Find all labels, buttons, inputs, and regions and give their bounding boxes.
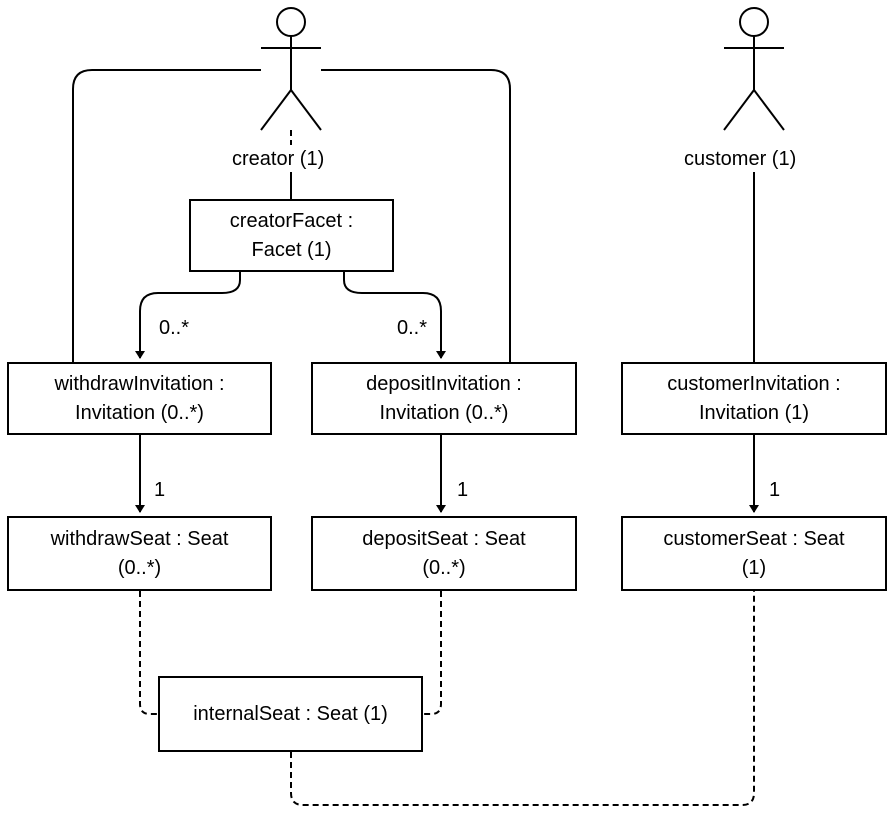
deposit-invitation-name: depositInvitation :: [366, 372, 522, 395]
facet-to-withdraw-invitation-arrow: [135, 272, 241, 359]
facet-to-deposit-invitation-arrow: [343, 272, 446, 359]
creator-facet-type: Facet (1): [251, 238, 332, 261]
customer-to-seat-multiplicity: 1: [769, 479, 781, 501]
customer-seat-box: customerSeat : Seat (1): [621, 516, 887, 591]
creator-facet-box: creatorFacet : Facet (1): [189, 199, 394, 272]
creator-label: creator (1): [232, 148, 325, 170]
customer-label: customer (1): [684, 148, 797, 170]
withdraw-invitation-name: withdrawInvitation :: [54, 372, 225, 395]
deposit-seat-name: depositSeat : Seat: [362, 527, 526, 550]
withdraw-seat-to-internal-seat-link: [139, 591, 158, 715]
withdraw-to-seat-multiplicity: 1: [154, 479, 166, 501]
customer-invitation-name: customerInvitation :: [667, 372, 841, 395]
creator-facet-name: creatorFacet :: [229, 209, 354, 232]
creator-to-withdraw-invitation-line: [72, 69, 261, 362]
withdraw-invitation-type: Invitation (0..*): [75, 401, 204, 424]
withdraw-seat-multiplicity: (0..*): [117, 556, 162, 579]
deposit-seat-to-internal-seat-link: [423, 591, 442, 715]
customer-seat-name: customerSeat : Seat: [663, 527, 845, 550]
customer-seat-multiplicity: (1): [741, 556, 767, 579]
deposit-seat-box: depositSeat : Seat (0..*): [311, 516, 577, 591]
withdraw-invitation-box: withdrawInvitation : Invitation (0..*): [7, 362, 272, 435]
facet-to-withdraw-multiplicity: 0..*: [159, 317, 190, 339]
deposit-to-seat-multiplicity: 1: [457, 479, 469, 501]
deposit-seat-multiplicity: (0..*): [422, 556, 466, 579]
customer-invitation-type: Invitation (1): [698, 401, 810, 424]
internal-seat-to-customer-seat-link: [290, 591, 755, 806]
internal-seat-name: internalSeat : Seat (1): [193, 702, 388, 725]
deposit-invitation-type: Invitation (0..*): [379, 401, 509, 424]
deposit-invitation-box: depositInvitation : Invitation (0..*): [311, 362, 577, 435]
withdraw-seat-name: withdrawSeat : Seat: [50, 527, 229, 550]
customer-invitation-box: customerInvitation : Invitation (1): [621, 362, 887, 435]
facet-to-deposit-multiplicity: 0..*: [397, 317, 428, 339]
creator-to-deposit-invitation-line: [321, 69, 511, 362]
withdraw-seat-box: withdrawSeat : Seat (0..*): [7, 516, 272, 591]
customer-actor-icon: [723, 7, 785, 131]
internal-seat-box: internalSeat : Seat (1): [158, 676, 423, 752]
creator-actor-icon: [260, 7, 322, 131]
